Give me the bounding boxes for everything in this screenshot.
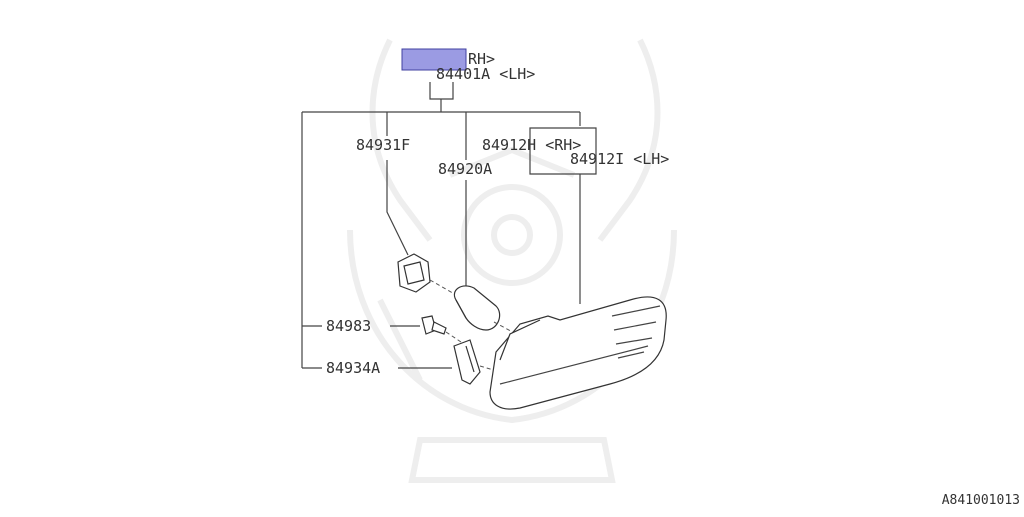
clip-label[interactable]: 84934A xyxy=(326,359,380,377)
side-marker-lens[interactable] xyxy=(489,296,667,410)
lens-lh-label[interactable]: 84912I <LH> xyxy=(570,150,669,168)
clip-part[interactable] xyxy=(453,339,501,385)
assembly-lh-label[interactable]: 84401A <LH> xyxy=(436,65,535,83)
lens-bracket xyxy=(529,127,597,175)
screw-label[interactable]: 84983 xyxy=(326,317,371,335)
assembly-bracket xyxy=(429,82,454,100)
assembly-rh-highlight[interactable] xyxy=(401,48,467,71)
socket-leader xyxy=(386,160,409,256)
bulb-label[interactable]: 84920A xyxy=(438,160,492,178)
socket-label[interactable]: 84931F xyxy=(356,136,410,154)
diagram-code: A841001013 xyxy=(941,493,1020,508)
lens-rh-label[interactable]: 84912H <RH> xyxy=(482,136,581,154)
socket-part[interactable] xyxy=(397,253,459,297)
bulb-part[interactable] xyxy=(453,285,521,337)
assembly-rh-label[interactable]: RH> xyxy=(468,50,495,68)
watermark-emblem xyxy=(347,38,677,483)
